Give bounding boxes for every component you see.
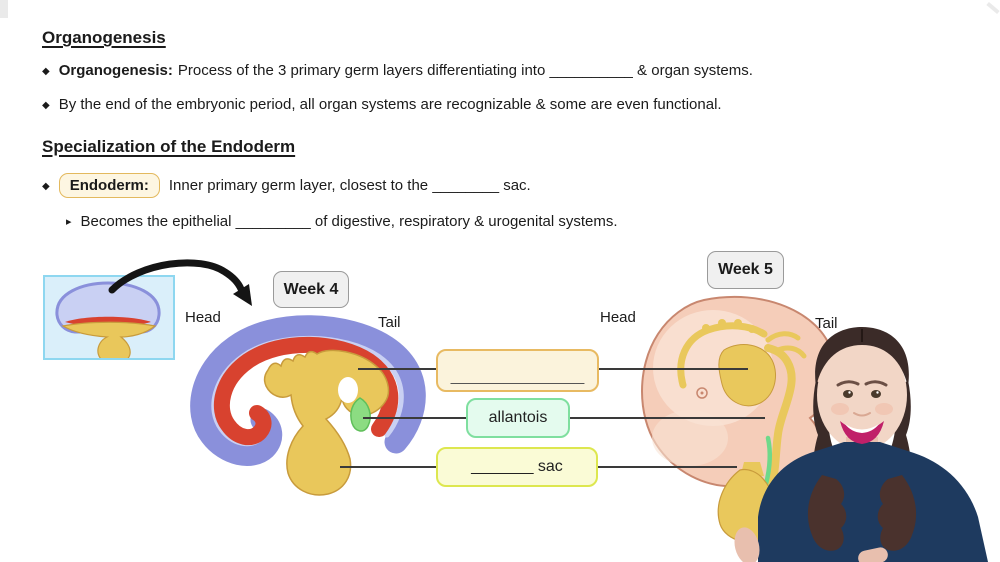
bullet-text: By the end of the embryonic period, all … [58, 96, 722, 113]
diamond-bullet-icon: ◆ [42, 181, 50, 192]
cheek-right [875, 403, 893, 415]
sub-bullet-text: Becomes the epithelial _________ of dige… [80, 213, 618, 230]
bullet-organogenesis-text: Organogenesis:Process of the 3 primary g… [59, 62, 753, 79]
diamond-bullet-icon: ◆ [42, 66, 50, 77]
callout-line [340, 466, 436, 468]
gut-bump [734, 319, 742, 327]
allantois-shape [350, 397, 371, 432]
callout-line [570, 417, 765, 419]
eye-glint [876, 391, 879, 394]
callout-gut-blank: _______________ [436, 349, 599, 392]
otic-vesicle [696, 387, 708, 399]
gut-bump [748, 325, 756, 333]
callout-sac: _______ sac [436, 447, 598, 487]
endoderm-definition: Inner primary germ layer, closest to the… [168, 177, 531, 194]
hindgut-opening [338, 377, 358, 403]
embryo-cheek-highlight [652, 410, 728, 466]
week5-label: Week 5 [707, 251, 784, 289]
gut-bump [702, 324, 710, 332]
bullet-endoderm: ◆ Endoderm: Inner primary germ layer, cl… [42, 173, 531, 198]
week4-embryo-illustration [190, 315, 426, 496]
yolk-sac-shape [61, 321, 157, 358]
callout-allantois: allantois [466, 398, 570, 438]
braid-left [807, 475, 847, 551]
section-title: Specialization of the Endoderm [42, 137, 296, 156]
ectoderm-layer [190, 315, 426, 466]
video-artifact [0, 0, 8, 18]
bullet-embryonic-period: ◆ By the end of the embryonic period, al… [42, 96, 722, 113]
sub-bullet-epithelial: ▸ Becomes the epithelial _________ of di… [66, 213, 618, 230]
callout-line [363, 417, 466, 419]
allantois-strip [763, 435, 772, 487]
page-title: Organogenesis [42, 28, 166, 47]
week5-head-label: Head [600, 309, 636, 326]
hair-top [815, 327, 909, 387]
video-artifact [986, 1, 1000, 15]
eye-glint [848, 391, 851, 394]
curved-arrow-icon [108, 259, 252, 306]
endoderm-term-box: Endoderm: [58, 173, 160, 198]
bullet-rest: Process of the 3 primary germ layers dif… [177, 62, 753, 79]
stomach-bulge [718, 344, 776, 407]
triangle-bullet-icon: ▸ [66, 216, 72, 228]
gut-bump [718, 319, 726, 327]
week4-label: Week 4 [273, 271, 349, 308]
callout-line [599, 368, 748, 370]
teeth [845, 424, 879, 433]
callout-line [358, 368, 436, 370]
cheek-left [831, 403, 849, 415]
week4-tail-label: Tail [378, 314, 401, 331]
callout-line [598, 466, 737, 468]
bullet-lead: Organogenesis: [58, 62, 173, 79]
braid-right [877, 475, 917, 551]
otic-dot [700, 391, 704, 395]
nose [853, 412, 871, 417]
face [817, 340, 907, 450]
bullet-organogenesis: ◆ Organogenesis:Process of the 3 primary… [42, 62, 753, 79]
week5-tail-label: Tail [815, 315, 838, 332]
diamond-bullet-icon: ◆ [42, 100, 50, 111]
torso-shirt [758, 442, 988, 562]
eyebrow-right [864, 380, 888, 387]
week5-embryo-illustration [641, 295, 836, 543]
inset-embryo-illustration [55, 281, 161, 358]
eye-right [871, 390, 881, 398]
eyebrow-left [836, 380, 860, 387]
eye-left [843, 390, 853, 398]
week4-head-label: Head [185, 309, 221, 326]
instructor-video-overlay [758, 327, 988, 562]
